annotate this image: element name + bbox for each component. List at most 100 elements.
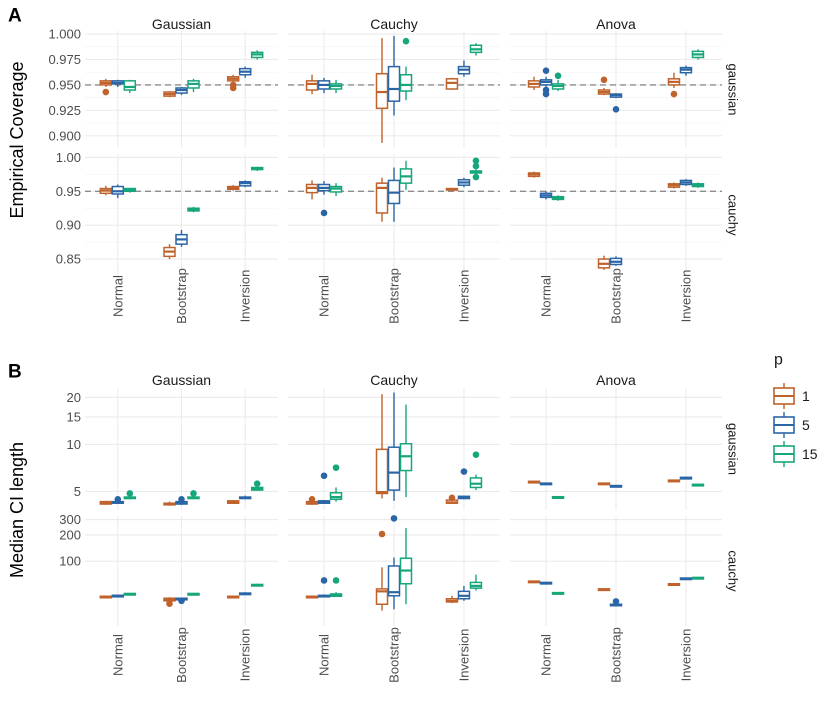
boxplot <box>99 78 113 96</box>
boxplot <box>551 195 565 201</box>
facet-strip-label: Anova <box>596 372 636 388</box>
boxplot <box>163 244 176 260</box>
facet-strip-label: Cauchy <box>370 16 417 32</box>
facet-strip-label: Cauchy <box>370 372 417 388</box>
x-tick-label: Inversion <box>238 270 253 323</box>
x-tick-label: Inversion <box>678 629 693 682</box>
outlier-point <box>102 88 110 96</box>
x-tick-label: Inversion <box>678 270 693 323</box>
x-tick-label: Inversion <box>238 629 253 682</box>
boxplot <box>691 182 705 188</box>
outlier-point <box>554 72 562 80</box>
boxplot <box>305 595 319 599</box>
boxplot <box>667 72 681 98</box>
boxplot <box>375 38 389 143</box>
boxplot <box>317 472 331 505</box>
boxplot <box>539 67 553 98</box>
boxplot <box>175 597 188 605</box>
y-tick-label: 10 <box>67 437 81 452</box>
panel-label: A <box>8 6 22 27</box>
boxplot <box>399 160 413 190</box>
boxplot <box>399 37 413 101</box>
facet-panel <box>510 31 722 148</box>
boxplot <box>226 74 240 92</box>
boxplot <box>539 581 553 585</box>
y-tick-label: 0.90 <box>56 218 81 233</box>
boxplot <box>597 76 611 96</box>
boxplot <box>399 528 413 605</box>
boxplot <box>457 60 471 77</box>
facet-panel <box>85 154 278 276</box>
boxplot <box>445 77 459 91</box>
boxplot <box>226 185 240 191</box>
x-tick-label: Normal <box>539 634 554 676</box>
outlier-point <box>178 496 185 503</box>
boxplot <box>111 594 125 598</box>
outlier-point <box>332 464 340 471</box>
boxplot <box>691 49 705 60</box>
outlier-point <box>448 494 456 502</box>
boxplot <box>679 65 693 76</box>
outlier-point <box>320 209 328 217</box>
outlier-point <box>229 84 237 92</box>
outlier-point <box>390 515 398 522</box>
boxplot <box>226 595 240 599</box>
box-iqr <box>375 448 389 495</box>
boxplot <box>609 598 623 607</box>
boxplot <box>445 494 459 505</box>
facet-panel <box>510 516 722 626</box>
boxplot <box>187 78 200 93</box>
box-iqr <box>305 80 319 91</box>
boxplot <box>375 530 389 611</box>
y-tick-label: 100 <box>59 554 81 569</box>
boxplot <box>317 577 331 598</box>
boxplot <box>123 592 137 596</box>
boxplot <box>111 184 125 199</box>
x-tick-label: Inversion <box>456 270 471 323</box>
boxplot <box>329 577 343 598</box>
y-tick-label: 15 <box>67 409 81 424</box>
x-tick-label: Bootstrap <box>609 268 624 324</box>
boxplot <box>187 490 200 500</box>
legend-title: p <box>774 352 783 369</box>
boxplot <box>329 464 343 502</box>
boxplot <box>445 595 459 604</box>
legend-key <box>773 441 795 467</box>
boxplot <box>457 468 471 500</box>
boxplot <box>469 157 483 181</box>
x-tick-label: Inversion <box>456 629 471 682</box>
boxplot <box>238 180 252 188</box>
boxplot <box>123 187 137 193</box>
boxplot <box>163 501 176 506</box>
x-tick-label: Bootstrap <box>387 268 402 324</box>
boxplot <box>250 583 264 587</box>
legend-key <box>773 412 795 438</box>
boxplot <box>317 181 331 217</box>
boxplot <box>691 483 705 487</box>
outlier-point <box>472 173 480 181</box>
boxplot <box>609 484 623 488</box>
boxplot <box>305 180 319 200</box>
boxplot <box>667 479 681 483</box>
y-tick-label: 0.975 <box>48 52 81 67</box>
outlier-point <box>253 480 261 488</box>
boxplot <box>123 79 137 94</box>
outlier-point <box>126 490 134 497</box>
panel-label: B <box>8 362 22 383</box>
outlier-point <box>320 472 328 480</box>
boxplot <box>163 597 176 607</box>
facet-panel <box>510 388 722 510</box>
boxplot <box>99 185 113 196</box>
outlier-point <box>472 157 480 165</box>
boxplot <box>99 500 113 505</box>
facet-panel <box>288 31 500 148</box>
facet-panel <box>288 154 500 276</box>
boxplot <box>329 183 343 197</box>
boxplot <box>375 394 389 499</box>
x-tick-label: Normal <box>317 634 332 676</box>
boxplot <box>123 490 137 500</box>
outlier-point <box>178 597 185 605</box>
boxplot <box>387 515 401 610</box>
